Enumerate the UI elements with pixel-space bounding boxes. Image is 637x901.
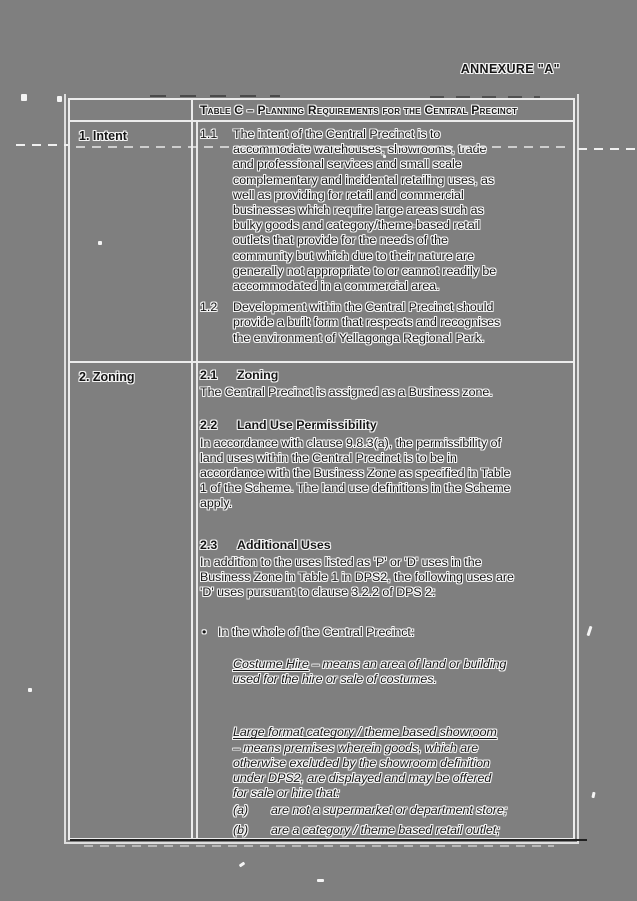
section-title: Additional Uses [237,537,331,552]
clause-number: 1.2 [200,300,218,315]
condition-a: (a) are not a supermarket or department … [233,803,569,818]
section-heading: 2.1 Zoning [200,368,569,383]
table-header-row: Table C – Planning Requirements for the … [70,100,573,122]
condition-text: are a category / theme based retail outl… [271,822,500,837]
scan-speck [586,625,593,637]
definition-large-format-showroom: Large format category / theme based show… [233,710,569,801]
condition-text: are not a supermarket or department stor… [271,803,508,818]
condition-b: (b) are a category / theme based retail … [233,823,569,838]
definition-term: Large format category / theme based show… [233,725,497,740]
section-body: The Central Precinct is assigned as a Bu… [200,385,493,400]
scan-dash-bottom [84,845,554,847]
clause-1-1: 1.1 The intent of the Central Precinct i… [200,127,569,294]
scan-dash-left [16,144,68,146]
section-2-3: 2.3 Additional Uses In addition to the u… [200,538,569,601]
clause-text: Development within the Central Precinct … [233,300,501,345]
scan-speck [57,96,62,102]
header-empty-cell [70,100,193,120]
row-label-cell-zoning: 2. Zoning [70,363,193,838]
clause-1-2: 1.2 Development within the Central Preci… [200,300,569,346]
section-heading: 2.2 Land Use Permissibility [200,418,569,433]
table-title: Table C – Planning Requirements for the … [200,103,518,117]
clause-number: 1.1 [200,127,218,141]
section-number: 2.2 [200,418,218,433]
scan-dark-dash-top [150,95,280,97]
annexure-label: ANNEXURE "A" [460,62,560,76]
zoning-content-cell: 2.1 Zoning The Central Precinct is assig… [193,363,573,838]
bullet-icon: • [202,625,207,640]
section-body: In accordance with clause 9.8.3(a), the … [200,435,511,511]
row-label-cell-intent: 1. Intent [70,122,193,361]
section-heading: 2.3 Additional Uses [200,538,569,553]
scan-speck [238,861,246,868]
row-label-intent: 1. Intent [79,129,127,143]
condition-label: (a) [233,803,249,818]
row-label-zoning: 2. Zoning [79,370,135,384]
scan-speck [21,94,27,101]
table-row-zoning: 2. Zoning 2.1 Zoning The Central Precinc… [70,363,573,838]
scan-speck [591,791,596,799]
definition-text: – means premises wherein goods, which ar… [233,740,492,801]
section-title: Zoning [237,368,279,382]
clause-text: The intent of the Central Precinct is to… [233,127,497,294]
intent-content-cell: 1.1 The intent of the Central Precinct i… [193,122,573,361]
section-2-2: 2.2 Land Use Permissibility In accordanc… [200,418,569,511]
condition-label: (b) [233,822,249,837]
section-number: 2.1 [200,368,218,382]
section-body: In addition to the uses listed as 'P' or… [200,554,514,600]
definition-costume-hire: Costume Hire – means an area of land or … [233,642,569,688]
bullet-text: In the whole of the Central Precinct: [218,625,415,640]
scan-speck [28,688,32,692]
condition-list: (a) are not a supermarket or department … [233,803,569,838]
scan-speck [317,879,324,882]
section-number: 2.3 [200,537,218,552]
definition-text: – means an area of land or building used… [233,656,507,687]
table-row-intent: 1. Intent 1.1 The intent of the Central … [70,122,573,363]
section-2-1: 2.1 Zoning The Central Precinct is assig… [200,368,569,400]
planning-requirements-table: Table C – Planning Requirements for the … [64,94,579,844]
scan-dash-right [578,148,635,150]
definition-term: Costume Hire [233,656,309,671]
bullet-item-central-precinct: • In the whole of the Central Precinct: [200,625,569,640]
section-title: Land Use Permissibility [237,418,377,433]
